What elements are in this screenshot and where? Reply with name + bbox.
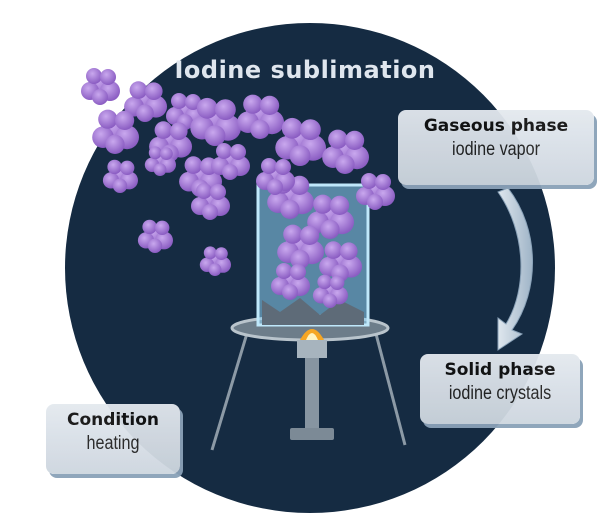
vapor-puff xyxy=(105,134,125,154)
vapor-puff xyxy=(216,143,232,159)
vapor-puff xyxy=(185,94,201,110)
vapor-puff xyxy=(155,220,170,235)
solid-phase-sub: iodine crystals xyxy=(448,383,552,404)
diagram-title: Iodine sublimation xyxy=(174,56,436,84)
vapor-puff xyxy=(267,179,283,195)
vapor-puff xyxy=(230,144,246,160)
vapor-puff xyxy=(281,117,303,139)
vapor-puff xyxy=(290,264,306,280)
gaseous-phase-sub: iodine vapor xyxy=(451,139,541,160)
vapor-puff xyxy=(215,99,236,120)
vapor-puff xyxy=(160,147,173,161)
vapor-puff xyxy=(261,158,277,174)
vapor-puff xyxy=(210,184,226,200)
vapor-puff xyxy=(280,199,300,219)
solid-phase-card: Solid phase iodine crystals xyxy=(420,354,580,424)
condition-heading: Condition xyxy=(67,410,159,430)
gaseous-phase-card: Gaseous phase iodine vapor xyxy=(398,110,594,185)
vapor-puff xyxy=(282,284,298,300)
vapor-puff xyxy=(154,121,173,139)
vapor-puff xyxy=(322,293,338,308)
vapor-puff xyxy=(367,194,383,210)
vapor-puff xyxy=(142,219,157,235)
vapor-puff xyxy=(324,241,343,259)
vapor-puff xyxy=(313,194,333,214)
condition-sub: heating xyxy=(86,433,140,454)
vapor-puff xyxy=(196,97,218,119)
vapor-puff xyxy=(203,246,217,260)
vapor-puff xyxy=(276,263,292,279)
vapor-puff xyxy=(275,159,291,175)
vapor-puff xyxy=(153,163,167,177)
vapor-puff xyxy=(136,104,154,122)
gaseous-phase-heading: Gaseous phase xyxy=(423,116,569,136)
vapor-puff xyxy=(184,156,203,174)
vapor-puff xyxy=(330,275,345,290)
condition-card: Condition heating xyxy=(46,404,180,474)
vapor-puff xyxy=(222,164,238,180)
vapor-puff xyxy=(208,263,222,276)
vapor-puff xyxy=(86,68,102,84)
vapor-puff xyxy=(345,130,365,150)
vapor-puff xyxy=(317,274,332,290)
vapor-puff xyxy=(171,93,187,109)
vapor-puff xyxy=(300,225,320,245)
vapor-puff xyxy=(300,119,321,140)
vapor-puff xyxy=(148,146,162,160)
iodine-vapor xyxy=(81,68,395,308)
vapor-puff xyxy=(170,122,188,140)
vapor-puff xyxy=(361,173,377,189)
vapor-puff xyxy=(107,159,122,175)
iodine-crystals xyxy=(262,298,364,325)
vapor-puff xyxy=(243,94,263,114)
vapor-puff xyxy=(375,174,391,190)
vapor-puff xyxy=(129,81,148,99)
vapor-puff xyxy=(147,238,163,253)
vapor-puff xyxy=(196,183,212,199)
vapor-puff xyxy=(340,242,358,260)
solid-phase-heading: Solid phase xyxy=(444,360,556,380)
vapor-puff xyxy=(204,125,226,146)
vapor-puff xyxy=(92,89,108,105)
vapor-puff xyxy=(202,204,218,220)
vapor-puff xyxy=(250,119,270,139)
vapor-puff xyxy=(335,154,355,174)
vapor-puff xyxy=(120,160,135,175)
vapor-puff xyxy=(283,224,303,244)
vapor-puff xyxy=(260,95,280,115)
vapor-puff xyxy=(112,178,128,193)
bunsen-burner xyxy=(290,329,334,440)
vapor-puff xyxy=(320,219,340,239)
vapor-puff xyxy=(328,129,348,149)
vapor-puff xyxy=(330,195,350,215)
vapor-puff xyxy=(145,82,163,100)
vapor-puff xyxy=(98,109,118,129)
vapor-puff xyxy=(215,247,228,260)
vapor-puff xyxy=(289,145,311,167)
vapor-puff xyxy=(115,110,135,130)
transition-arrow xyxy=(497,187,533,351)
vapor-puff xyxy=(100,69,116,85)
vapor-puff xyxy=(290,249,310,269)
